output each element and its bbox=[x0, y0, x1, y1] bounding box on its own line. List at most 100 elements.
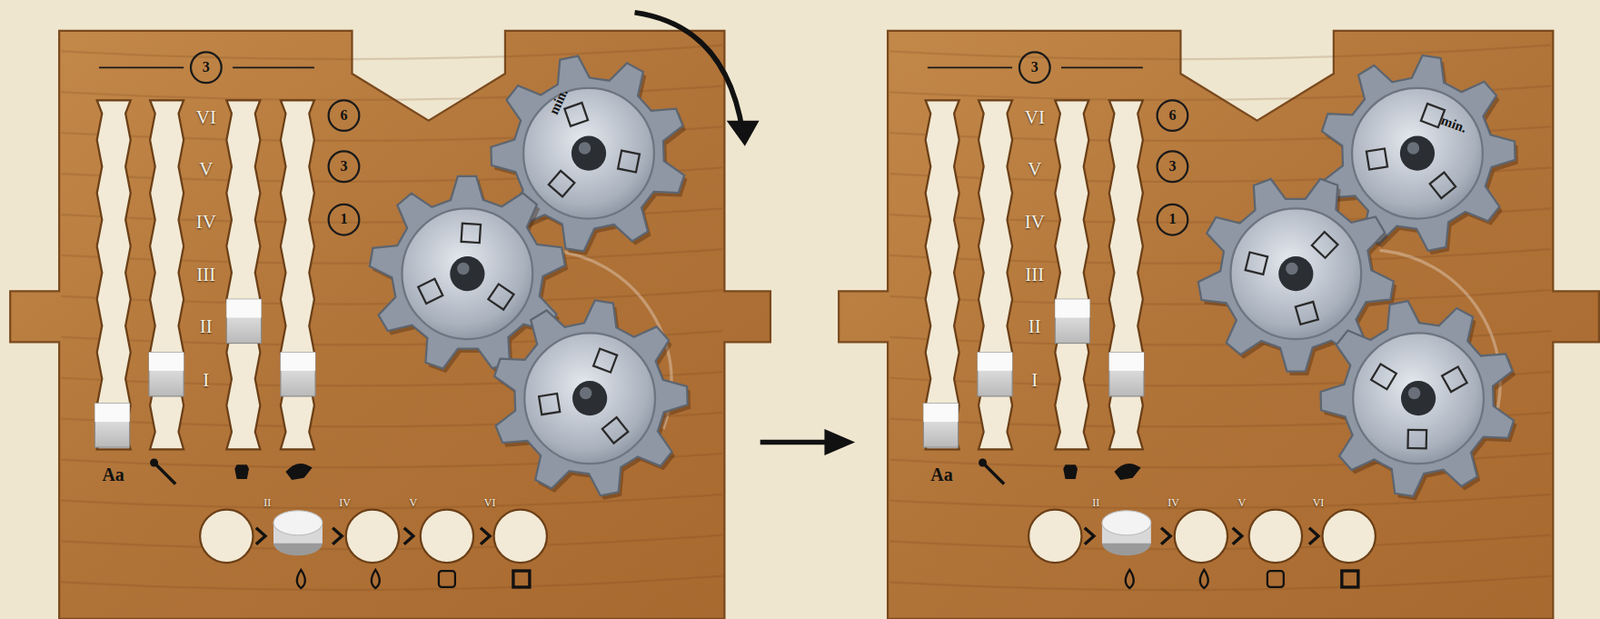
gear-icon bbox=[1407, 429, 1427, 449]
drop-icon bbox=[297, 569, 306, 588]
gear-icon bbox=[1441, 367, 1468, 393]
gear-icon bbox=[1311, 231, 1339, 259]
roman-numeral: II bbox=[1092, 496, 1100, 508]
square-icon bbox=[1341, 570, 1359, 587]
gear-hub bbox=[572, 380, 607, 416]
round-hole bbox=[1249, 509, 1302, 563]
cube-top bbox=[1109, 352, 1144, 371]
chevron bbox=[256, 527, 266, 545]
gear-icon bbox=[461, 223, 481, 243]
roman-numeral: VI bbox=[1312, 496, 1325, 508]
gear-hub-shine bbox=[457, 262, 469, 275]
track-slot bbox=[280, 99, 315, 449]
track-slot bbox=[97, 99, 131, 449]
track-cube bbox=[94, 403, 130, 448]
roman-numeral: IV bbox=[338, 496, 351, 508]
track-slot bbox=[1109, 99, 1143, 449]
round-disc bbox=[1102, 510, 1152, 536]
leather-icon bbox=[234, 464, 249, 479]
value-circle bbox=[328, 204, 360, 236]
round-hole bbox=[1322, 509, 1376, 563]
gear bbox=[1320, 300, 1514, 497]
wood-grain bbox=[889, 45, 1551, 60]
cube-top bbox=[923, 403, 958, 422]
cube-top bbox=[280, 352, 316, 371]
gear-hub bbox=[1401, 380, 1436, 416]
roman-numeral: VI bbox=[196, 108, 217, 128]
roman-numeral: III bbox=[196, 265, 216, 285]
roman-numeral: IV bbox=[196, 211, 217, 231]
drop-icon bbox=[1200, 569, 1209, 588]
gear-icon bbox=[1366, 148, 1388, 169]
next-arrow bbox=[760, 439, 833, 446]
points-number: 3 bbox=[1168, 159, 1176, 174]
roman-numeral: IV bbox=[1024, 211, 1045, 231]
pin-icon bbox=[149, 457, 159, 467]
gear-icon bbox=[1371, 364, 1397, 390]
gear-face bbox=[523, 88, 655, 219]
frame-icon bbox=[438, 570, 456, 587]
roman-numeral: V bbox=[1027, 159, 1042, 179]
cube-top bbox=[226, 298, 261, 318]
gear-hub-shine bbox=[579, 387, 592, 399]
points-number: 3 bbox=[1031, 59, 1039, 75]
gear-icon bbox=[564, 102, 588, 127]
wood-grain bbox=[60, 45, 723, 60]
value-circle bbox=[1157, 204, 1189, 236]
wood-grain bbox=[60, 576, 723, 590]
track-cube bbox=[1054, 298, 1090, 343]
track-slot bbox=[1054, 99, 1089, 449]
wood-grain bbox=[889, 576, 1551, 590]
gear-face bbox=[1352, 332, 1484, 464]
gear-icon bbox=[487, 284, 514, 310]
gear-hub-shine bbox=[1285, 262, 1298, 275]
gear-face bbox=[524, 332, 656, 464]
gear-icon bbox=[1430, 172, 1456, 199]
gear-face bbox=[1351, 88, 1483, 219]
roman-numeral: V bbox=[1237, 496, 1246, 508]
gear-hub-shine bbox=[1407, 141, 1420, 154]
round-hole bbox=[494, 509, 547, 563]
ink-icon bbox=[1113, 463, 1141, 480]
track-cube bbox=[280, 352, 316, 397]
value-circle bbox=[1157, 150, 1189, 182]
track-cube bbox=[1109, 352, 1144, 397]
roman-numeral: III bbox=[1024, 265, 1044, 285]
player-board bbox=[9, 30, 771, 619]
round-hole bbox=[1028, 509, 1082, 563]
player-board bbox=[838, 30, 1600, 619]
gear-icon bbox=[602, 417, 628, 443]
roman-numeral: II bbox=[199, 317, 213, 337]
header-line bbox=[99, 66, 184, 69]
gear-icon bbox=[617, 150, 640, 173]
roman-numeral: VI bbox=[1024, 108, 1045, 128]
track-slot bbox=[925, 99, 960, 449]
roman-numeral: II bbox=[1028, 317, 1042, 337]
pin-icon bbox=[978, 457, 987, 467]
roman-numeral: V bbox=[198, 159, 213, 179]
gear-hub bbox=[1400, 136, 1435, 171]
ink-icon bbox=[285, 463, 312, 480]
points-number: 6 bbox=[1168, 108, 1176, 123]
chevron bbox=[480, 527, 490, 545]
round-hole bbox=[199, 509, 253, 563]
wood-grain bbox=[889, 494, 1551, 508]
gear-hub bbox=[571, 136, 607, 171]
gear-icon bbox=[593, 348, 617, 373]
track-slot bbox=[226, 99, 260, 449]
round-disc bbox=[273, 510, 323, 536]
gear-icon bbox=[548, 170, 576, 198]
drop-icon bbox=[1125, 569, 1134, 588]
value-circle bbox=[328, 150, 360, 182]
rotate-arrow bbox=[635, 12, 744, 134]
square-icon bbox=[513, 570, 530, 587]
gear-icon bbox=[417, 278, 443, 304]
track-slot bbox=[978, 99, 1013, 449]
roman-numeral: II bbox=[263, 496, 271, 508]
cube-top bbox=[977, 352, 1013, 371]
arrow-head bbox=[824, 428, 855, 456]
round-hole bbox=[346, 509, 399, 563]
gear-hub-shine bbox=[578, 141, 591, 154]
track-cube bbox=[923, 403, 958, 448]
